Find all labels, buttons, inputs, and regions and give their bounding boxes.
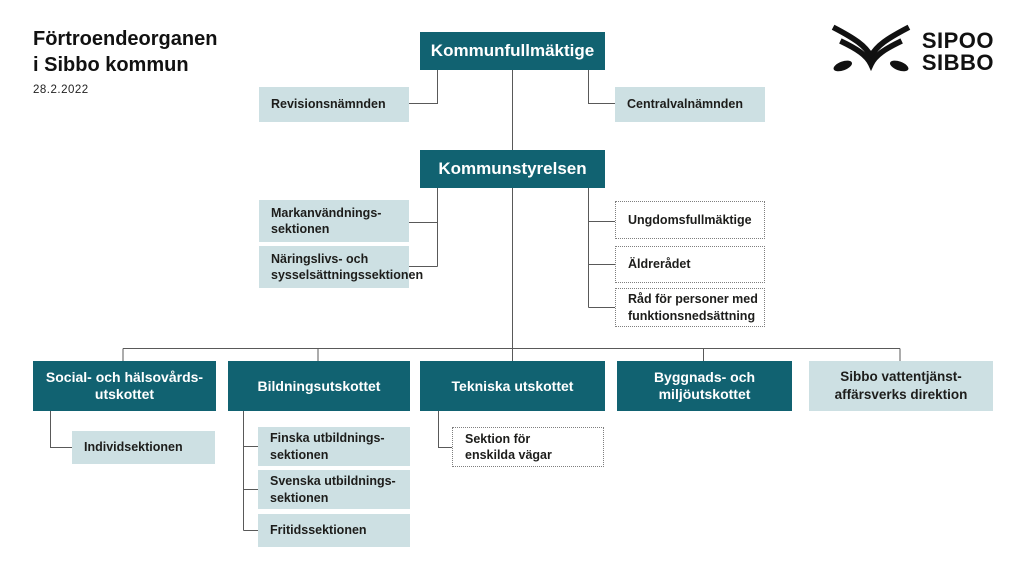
node-ungdomsfullmaktige: Ungdomsfullmäktige [615, 201, 765, 239]
node-sektion-enskilda-vagar: Sektion för enskilda vägar [452, 427, 604, 467]
node-tekniska-utskottet: Tekniska utskottet [420, 361, 605, 411]
node-centralvalnamnden: Centralvalnämnden [615, 87, 765, 122]
node-markanvandningssektionen: Markanvändnings- sektionen [259, 200, 409, 242]
logo-wordmark: SIPOO SIBBO [921, 27, 994, 75]
node-byggnads-miljoutskottet: Byggnads- och miljöutskottet [617, 361, 792, 411]
node-social-halsovardsutskottet: Social- och hälsovårds- utskottet [33, 361, 216, 411]
node-finska-utbildningssektionen: Finska utbildnings- sektionen [258, 427, 410, 466]
node-rad-funktionsnedsattning: Råd för personer med funktionsnedsättnin… [615, 288, 765, 327]
node-revisionsnamnden: Revisionsnämnden [259, 87, 409, 122]
page-title: Förtroendeorganen i Sibbo kommun [33, 28, 218, 76]
node-individsektionen: Individsektionen [72, 431, 215, 464]
node-bildningsutskottet: Bildningsutskottet [228, 361, 410, 411]
sipoo-bird-logo-icon [830, 24, 912, 79]
node-sibbo-vattentjanst-direktion: Sibbo vattentjänst- affärsverks direktio… [809, 361, 993, 411]
node-kommunstyrelsen: Kommunstyrelsen [420, 150, 605, 188]
node-fritidssektionen: Fritidssektionen [258, 514, 410, 547]
node-aldreradet: Äldrerådet [615, 246, 765, 283]
node-svenska-utbildningssektionen: Svenska utbildnings- sektionen [258, 470, 410, 509]
page-date: 28.2.2022 [33, 84, 89, 96]
municipality-logo: SIPOO SIBBO [830, 24, 994, 79]
node-kommunfullmaktige: Kommunfullmäktige [420, 32, 605, 70]
node-naringslivssektionen: Näringslivs- och sysselsättningssektione… [259, 246, 423, 288]
